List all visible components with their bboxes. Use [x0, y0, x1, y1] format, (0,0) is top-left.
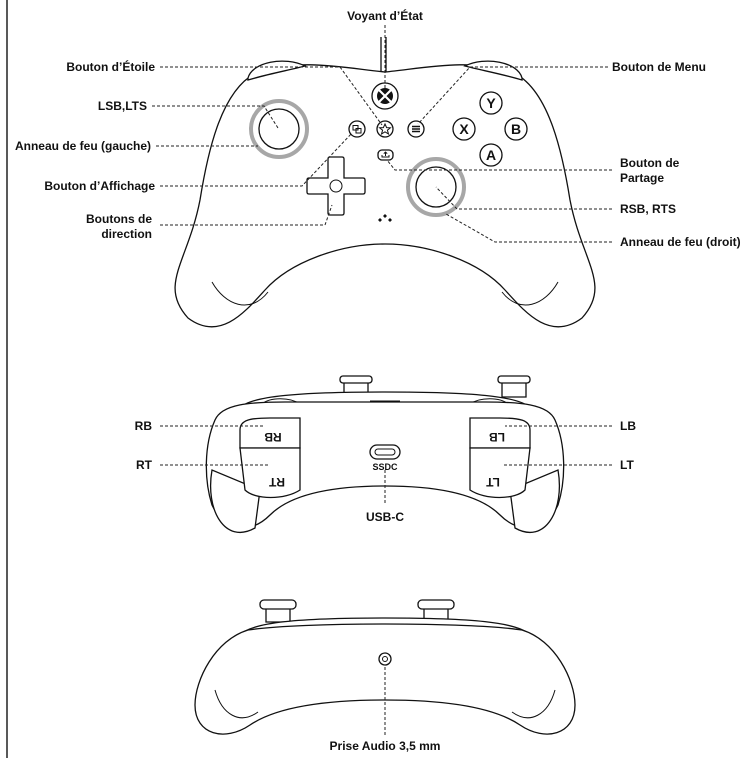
back-view-leaders [160, 425, 612, 505]
y-button-label: Y [486, 95, 496, 111]
rsb-rts-label: RSB, RTS [620, 202, 676, 216]
view-button-label: Bouton d’Affichage [44, 179, 155, 193]
lb-label: LB [620, 419, 636, 433]
indicator-dots [378, 214, 392, 222]
share-button-label-line1: Bouton de [620, 156, 680, 170]
audio-jack [378, 652, 392, 666]
xbox-logo-icon [377, 88, 393, 104]
face-buttons: Y X B A [452, 91, 528, 167]
fire-ring-left [249, 99, 309, 159]
dpad[interactable] [306, 156, 366, 216]
x-button[interactable] [452, 117, 476, 141]
rb-bumper-text: RB [264, 430, 282, 444]
menu-icon [412, 125, 420, 133]
a-button[interactable] [479, 143, 503, 167]
audio-jack-label: Prise Audio 3,5 mm [330, 739, 441, 753]
lsb-lts-label: LSB,LTS [98, 99, 147, 113]
y-button[interactable] [479, 91, 503, 115]
star-button[interactable] [376, 120, 394, 138]
rt-label: RT [136, 458, 153, 472]
menu-button-label: Bouton de Menu [612, 60, 706, 74]
fire-ring-right-label: Anneau de feu (droit) [620, 235, 741, 249]
rt-trigger-text: RT [268, 475, 285, 489]
top-view-controller: Y X B A [174, 37, 596, 328]
usb-c-port [369, 444, 401, 460]
top-view-labels: Voyant d’État Bouton d’Étoile Bouton de … [15, 8, 741, 249]
x-button-label: X [459, 121, 469, 137]
dpad-label-line2: direction [101, 227, 152, 241]
dpad-label-line1: Boutons de [86, 212, 152, 226]
share-icon [381, 151, 390, 158]
left-stick[interactable] [258, 108, 300, 150]
star-button-label: Bouton d’Étoile [66, 59, 155, 74]
top-view-leaders [152, 25, 612, 243]
star-icon [378, 122, 392, 136]
rt-trigger[interactable] [239, 447, 301, 499]
lt-label: LT [620, 458, 634, 472]
view-icon [352, 125, 362, 134]
a-button-label: A [486, 147, 496, 163]
back-view-labels: RB RT LB LT USB-C [135, 419, 637, 524]
lt-trigger-text: LT [485, 475, 499, 489]
b-button-label: B [511, 121, 521, 137]
fire-ring-right [406, 157, 466, 217]
usb-port-legend: SSDC [372, 462, 398, 472]
share-button-label-line2: Partage [620, 171, 664, 185]
usb-c-label: USB-C [366, 510, 404, 524]
rb-label: RB [135, 419, 153, 433]
lt-trigger[interactable] [469, 447, 531, 499]
status-light-label: Voyant d’État [347, 8, 423, 23]
b-button[interactable] [504, 117, 528, 141]
fire-ring-left-label: Anneau de feu (gauche) [15, 139, 151, 153]
back-view-controller: RB RT LB LT SSDC [205, 375, 565, 534]
lb-bumper-text: LB [489, 430, 505, 444]
